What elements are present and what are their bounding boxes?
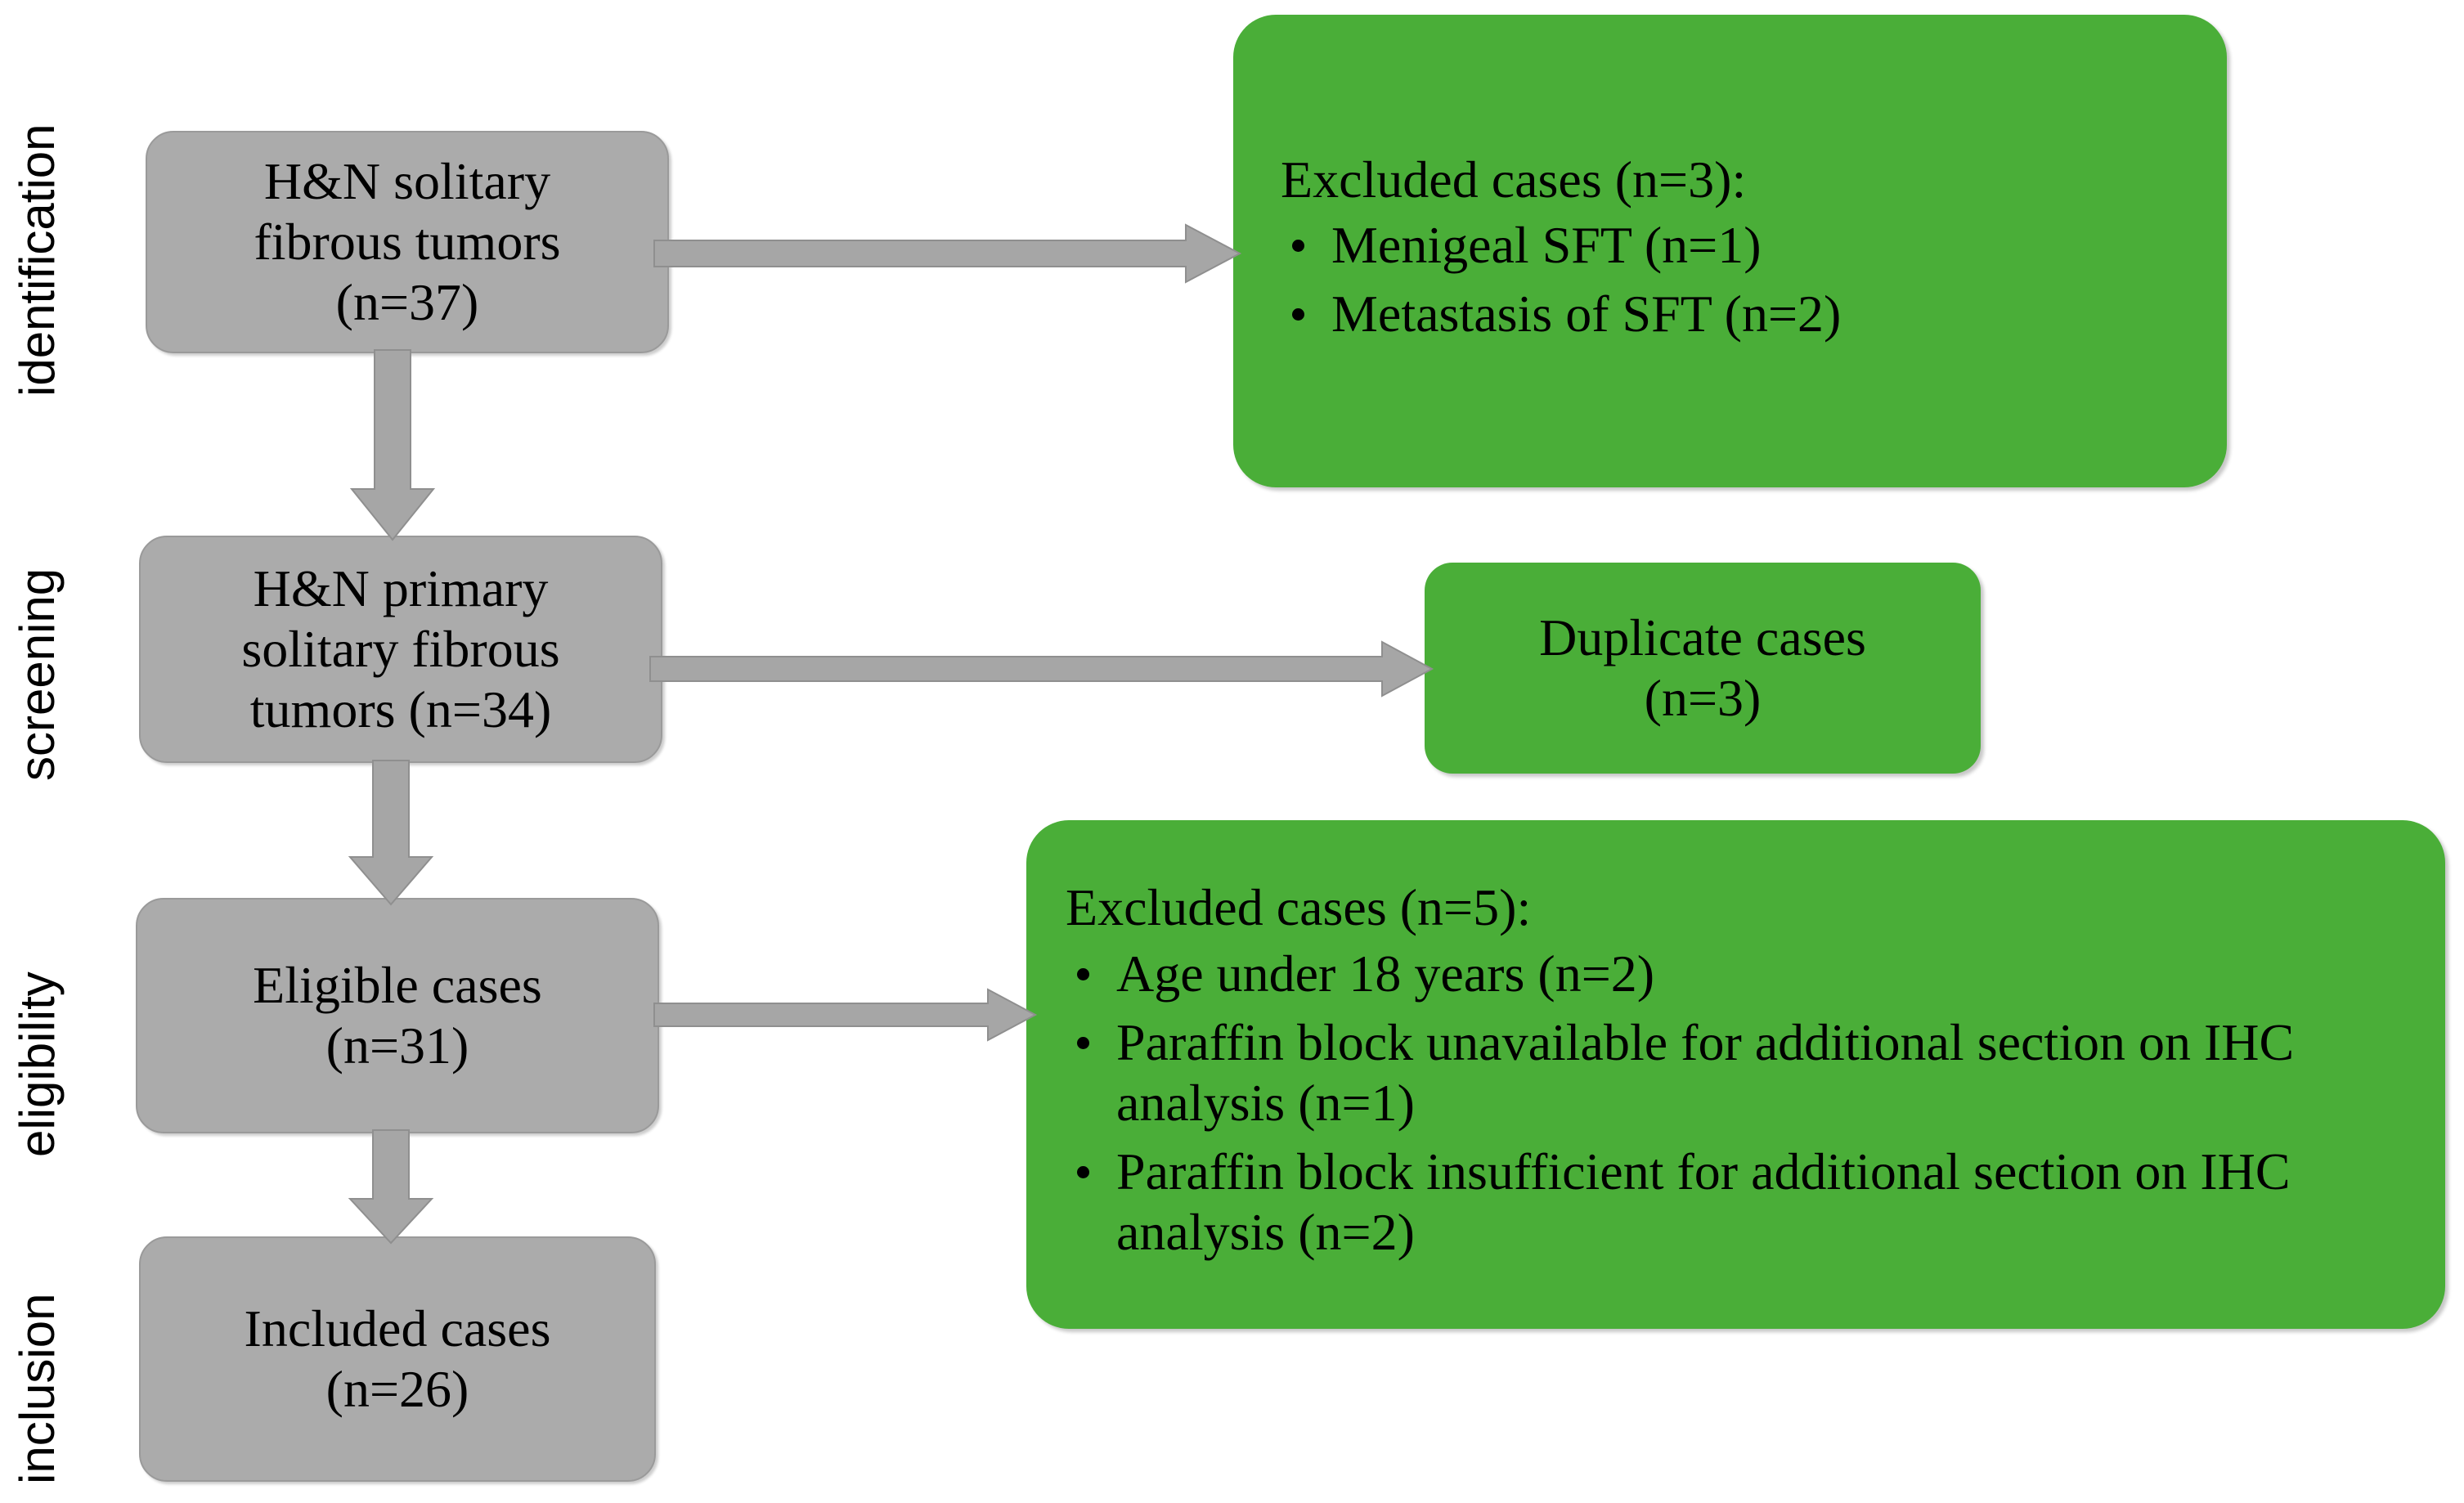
node-excluded-eligibility[interactable]: Excluded cases (n=5): Age under 18 years… bbox=[1026, 820, 2445, 1329]
node-line-2: (n=3) bbox=[1644, 669, 1762, 727]
list-item: Paraffin block insufficient for addition… bbox=[1066, 1142, 2406, 1263]
stage-label-identification: identification bbox=[10, 123, 65, 397]
stage-label-screening: screening bbox=[10, 568, 65, 781]
node-line-1: Eligible cases bbox=[253, 955, 542, 1014]
arrow-screening-to-duplicate bbox=[649, 640, 1435, 698]
arrow-identification-to-screening bbox=[343, 349, 442, 542]
node-line-2: fibrous tumors bbox=[254, 212, 561, 271]
node-line-1: Included cases bbox=[244, 1299, 551, 1357]
arrow-eligibility-to-inclusion bbox=[342, 1129, 440, 1245]
excluded-list: Menigeal SFT (n=1) Metastasis of SFT (n=… bbox=[1281, 215, 2179, 344]
node-hn-primary-solitary-fibrous-tumors[interactable]: H&N primary solitary fibrous tumors (n=3… bbox=[139, 536, 662, 763]
node-eligible-cases[interactable]: Eligible cases (n=31) bbox=[136, 898, 659, 1133]
stage-label-eligibility: eligibility bbox=[10, 971, 65, 1157]
node-duplicate-cases[interactable]: Duplicate cases (n=3) bbox=[1425, 563, 1981, 774]
node-included-cases[interactable]: Included cases (n=26) bbox=[139, 1236, 656, 1482]
node-line-3: (n=37) bbox=[335, 273, 479, 332]
arrow-screening-to-eligibility bbox=[342, 760, 440, 906]
list-item: Metastasis of SFT (n=2) bbox=[1281, 284, 2179, 344]
node-hn-solitary-fibrous-tumors[interactable]: H&N solitary fibrous tumors (n=37) bbox=[146, 131, 669, 353]
excluded-list: Age under 18 years (n=2) Paraffin block … bbox=[1066, 944, 2406, 1263]
list-item: Paraffin block unavailable for additiona… bbox=[1066, 1012, 2406, 1133]
node-excluded-identification[interactable]: Excluded cases (n=3): Menigeal SFT (n=1)… bbox=[1233, 15, 2227, 487]
node-line-1: H&N primary bbox=[253, 559, 549, 617]
list-item: Age under 18 years (n=2) bbox=[1066, 944, 2406, 1004]
excluded-title: Excluded cases (n=5): bbox=[1066, 878, 1532, 937]
arrow-identification-to-excluded bbox=[653, 223, 1243, 284]
stage-label-inclusion: inclusion bbox=[10, 1293, 65, 1484]
node-line-2: (n=31) bbox=[325, 1016, 469, 1075]
node-line-2: (n=26) bbox=[325, 1360, 469, 1418]
list-item: Menigeal SFT (n=1) bbox=[1281, 215, 2179, 276]
node-line-1: H&N solitary bbox=[263, 151, 551, 210]
node-line-2: solitary fibrous bbox=[241, 619, 560, 678]
arrow-eligibility-to-excluded bbox=[653, 988, 1039, 1042]
excluded-title: Excluded cases (n=3): bbox=[1281, 150, 1747, 209]
node-line-3: tumors (n=34) bbox=[249, 680, 552, 739]
node-line-1: Duplicate cases bbox=[1539, 608, 1866, 666]
